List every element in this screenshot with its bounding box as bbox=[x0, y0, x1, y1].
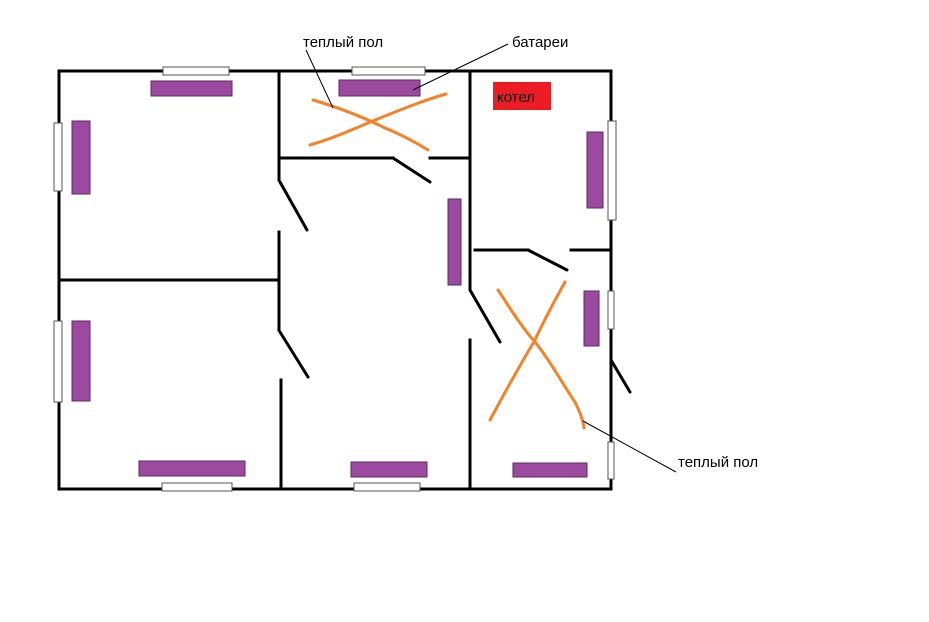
window-right-boiler-room bbox=[607, 120, 617, 221]
doors bbox=[278, 156, 632, 394]
radiator-bottom-right-room bbox=[512, 462, 588, 478]
warm-floor-bathroom-stroke-1 bbox=[311, 98, 430, 152]
warm-floor-marks bbox=[308, 92, 586, 430]
door-boiler-room bbox=[526, 248, 569, 272]
window-right-lower bbox=[607, 441, 615, 480]
radiators-label: батареи bbox=[512, 34, 568, 51]
boiler-box bbox=[493, 82, 551, 110]
leader-lines bbox=[305, 43, 677, 473]
door-bathroom bbox=[391, 156, 432, 184]
windows bbox=[53, 66, 617, 492]
radiator-left-lower bbox=[71, 320, 91, 402]
warm-floor-right-room-stroke-1 bbox=[496, 288, 586, 430]
door-hall-top bbox=[278, 180, 309, 232]
radiator-left-upper bbox=[71, 120, 91, 195]
warm-floor-right-label: теплый пол bbox=[678, 454, 758, 471]
door-exterior-right bbox=[609, 358, 632, 394]
radiator-top-left-room bbox=[150, 80, 233, 97]
leader-warm-floor-right bbox=[582, 420, 677, 473]
leader-radiators bbox=[412, 43, 509, 91]
warm-floor-right-room-stroke-2 bbox=[488, 280, 567, 422]
radiator-hall bbox=[447, 198, 462, 286]
window-left-upper bbox=[53, 122, 63, 192]
window-right-middle bbox=[607, 290, 615, 330]
window-top-left-room bbox=[162, 66, 230, 76]
door-hall-bottom bbox=[278, 330, 310, 379]
leader-warm-floor-top bbox=[305, 49, 334, 109]
radiator-right-room bbox=[583, 290, 600, 347]
walls bbox=[57, 69, 613, 491]
window-top-bathroom bbox=[351, 66, 426, 76]
door-right-room bbox=[468, 288, 502, 344]
boiler-label: котел bbox=[497, 89, 535, 106]
radiators bbox=[71, 79, 604, 478]
warm-floor-top-label: теплый пол bbox=[303, 34, 383, 51]
warm-floor-bathroom-stroke-2 bbox=[308, 92, 448, 147]
radiator-bottom-left-room bbox=[138, 460, 246, 477]
window-left-lower bbox=[53, 320, 63, 403]
radiator-bottom-hall bbox=[350, 461, 428, 478]
radiator-boiler-room bbox=[586, 131, 604, 209]
window-bottom-hall bbox=[353, 482, 421, 492]
window-bottom-left-room bbox=[161, 482, 233, 492]
radiator-bathroom bbox=[338, 79, 421, 97]
